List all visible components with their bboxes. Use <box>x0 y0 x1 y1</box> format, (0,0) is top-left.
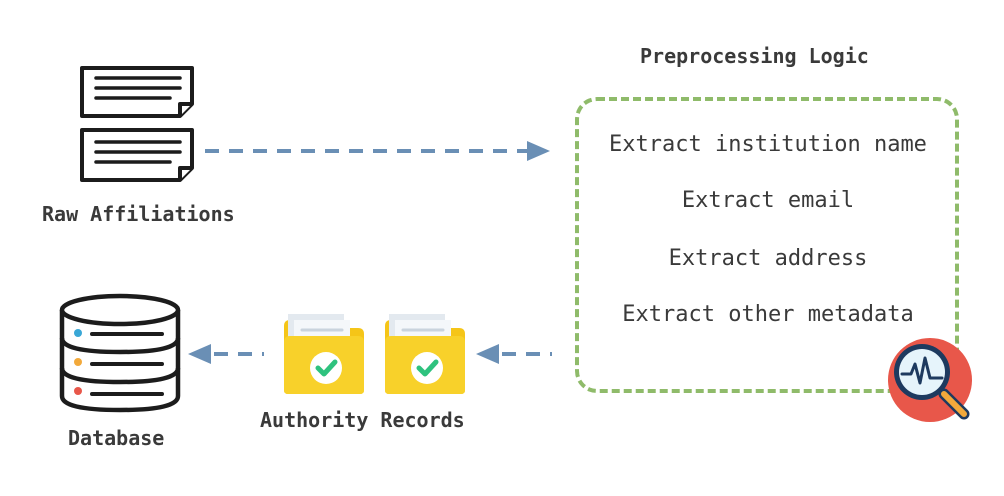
document-stack-icon <box>80 66 194 182</box>
step-extract-email: Extract email <box>681 188 855 213</box>
database-icon <box>59 293 181 413</box>
preprocessing-title: Preprocessing Logic <box>640 44 869 68</box>
step-extract-metadata: Extract other metadata <box>622 302 914 327</box>
checked-folder-icon <box>385 314 465 394</box>
checked-folder-icon <box>284 314 364 394</box>
raw-affiliations-label: Raw Affiliations <box>42 202 235 226</box>
preprocessing-box <box>575 97 959 393</box>
database-label: Database <box>68 426 165 450</box>
arrow-to-preprocessing <box>205 141 550 161</box>
arrow-to-database <box>188 344 264 364</box>
magnifier-analysis-icon <box>888 338 972 422</box>
step-extract-institution: Extract institution name <box>609 132 927 157</box>
arrow-to-records <box>476 344 552 364</box>
authority-records-label: Authority Records <box>260 408 465 432</box>
step-extract-address: Extract address <box>668 246 868 271</box>
